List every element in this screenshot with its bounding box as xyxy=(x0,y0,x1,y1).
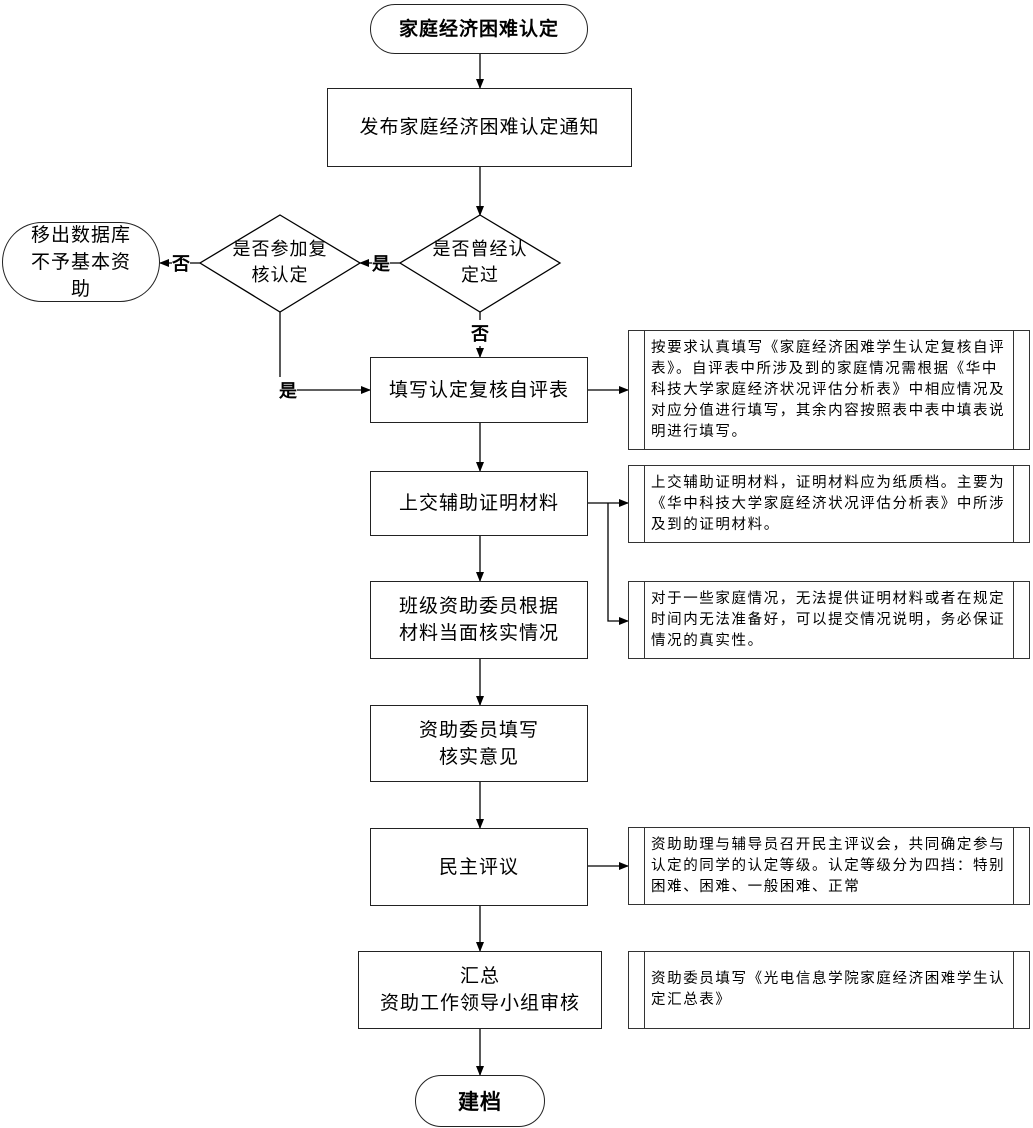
step-label: 班级资助委员根据材料当面核实情况 xyxy=(398,595,559,644)
step-summary: 汇总资助工作领导小组审核 xyxy=(358,951,602,1029)
step-label: 移出数据库不予基本资助 xyxy=(30,223,131,300)
note-text: 资助助理与辅导员召开民主评议会，共同确定参与认定的同学的认定等级。认定等级分为四… xyxy=(651,836,1006,895)
start-label: 家庭经济困难认定 xyxy=(398,17,559,40)
note-summary: 资助委员填写《光电信息学院家庭经济困难学生认定汇总表》 xyxy=(628,951,1030,1029)
note-fill-form: 按要求认真填写《家庭经济困难学生认定复核自评表》。自评表中所涉及到的家庭情况需根… xyxy=(628,330,1030,450)
decision-review-label: 是否参加复核认定 xyxy=(230,237,330,289)
step-label: 资助工作领导小组审核 xyxy=(379,992,580,1014)
step-fill-form: 填写认定复核自评表 xyxy=(370,357,588,423)
end-label: 建档 xyxy=(458,1088,502,1114)
no-label-previously: 否 xyxy=(471,320,489,346)
step-label: 汇总 xyxy=(459,965,500,987)
decision-text: 是否参加复核认定 xyxy=(232,239,328,286)
step-opinion: 资助委员填写核实意见 xyxy=(370,705,588,782)
decision-text: 是否曾经认定过 xyxy=(432,239,528,286)
step-verify: 班级资助委员根据材料当面核实情况 xyxy=(370,581,588,659)
step-democratic: 民主评议 xyxy=(370,828,588,906)
decision-previously-label: 是否曾经认定过 xyxy=(430,237,530,289)
step-label: 上交辅助证明材料 xyxy=(398,492,559,514)
start-terminal: 家庭经济困难认定 xyxy=(370,4,588,54)
step-publish-notice: 发布家庭经济困难认定通知 xyxy=(327,88,632,167)
note-text: 对于一些家庭情况，无法提供证明材料或者在规定时间内无法准备好，可以提交情况说明，… xyxy=(651,590,1006,649)
note-text: 上交辅助证明材料，证明材料应为纸质档。主要为《华中科技大学家庭经济状况评估分析表… xyxy=(651,474,1006,533)
remove-terminal: 移出数据库不予基本资助 xyxy=(2,222,160,302)
step-label: 发布家庭经济困难认定通知 xyxy=(359,116,600,138)
no-label-review: 否 xyxy=(172,250,190,276)
step-label: 填写认定复核自评表 xyxy=(388,378,569,401)
step-submit-materials: 上交辅助证明材料 xyxy=(370,471,588,536)
step-label: 民主评议 xyxy=(438,855,519,878)
note-no-materials: 对于一些家庭情况，无法提供证明材料或者在规定时间内无法准备好，可以提交情况说明，… xyxy=(628,581,1030,659)
note-text: 按要求认真填写《家庭经济困难学生认定复核自评表》。自评表中所涉及到的家庭情况需根… xyxy=(651,339,1006,440)
note-democratic: 资助助理与辅导员召开民主评议会，共同确定参与认定的同学的认定等级。认定等级分为四… xyxy=(628,827,1030,905)
yes-label-previously: 是 xyxy=(372,250,390,276)
note-text: 资助委员填写《光电信息学院家庭经济困难学生认定汇总表》 xyxy=(651,971,1006,1008)
step-label: 资助委员填写核实意见 xyxy=(418,718,539,768)
yes-label-review: 是 xyxy=(279,377,297,403)
note-materials: 上交辅助证明材料，证明材料应为纸质档。主要为《华中科技大学家庭经济状况评估分析表… xyxy=(628,465,1030,543)
end-terminal: 建档 xyxy=(415,1075,545,1127)
